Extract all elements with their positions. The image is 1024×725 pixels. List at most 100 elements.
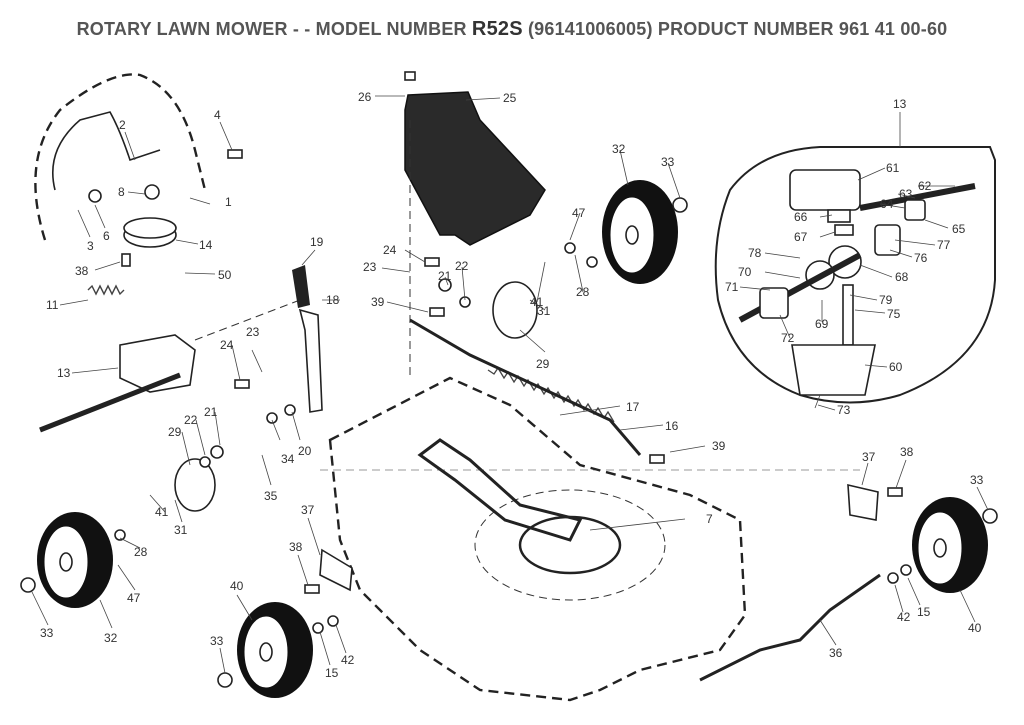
label-39-b: 39 <box>712 439 726 453</box>
label-40-left: 40 <box>230 579 244 593</box>
title-suffix: (96141006005) PRODUCT NUMBER 961 41 00-6… <box>522 19 948 39</box>
label-79: 79 <box>879 293 893 307</box>
height-lever <box>298 308 323 413</box>
label-29-right: 29 <box>536 357 550 371</box>
label-36: 36 <box>829 646 843 660</box>
label-18: 18 <box>326 293 340 307</box>
label-14: 14 <box>199 238 213 252</box>
label-37-right: 37 <box>862 450 876 464</box>
label-78: 78 <box>748 246 762 260</box>
label-68: 68 <box>895 270 909 284</box>
small-hardware <box>20 71 998 688</box>
label-62: 62 <box>918 179 932 193</box>
label-75: 75 <box>887 307 901 321</box>
leader-lines <box>31 95 989 674</box>
label-13: 13 <box>57 366 71 380</box>
label-21-right: 21 <box>438 269 452 283</box>
label-26: 26 <box>358 90 372 104</box>
label-24-right: 24 <box>383 243 397 257</box>
label-28-left: 28 <box>134 545 148 559</box>
label-33-a: 33 <box>661 155 675 169</box>
label-15-left: 15 <box>325 666 339 680</box>
label-61: 61 <box>886 161 900 175</box>
label-35: 35 <box>264 489 278 503</box>
label-19: 19 <box>310 235 324 249</box>
label-76: 76 <box>914 251 928 265</box>
label-15-right: 15 <box>917 605 931 619</box>
label-41-left: 41 <box>155 505 169 519</box>
label-28-right: 28 <box>576 285 590 299</box>
drive-belt <box>417 438 583 542</box>
label-2: 2 <box>119 118 126 132</box>
label-42-left: 42 <box>341 653 355 667</box>
label-17: 17 <box>626 400 640 414</box>
label-32-bottom: 32 <box>104 631 118 645</box>
label-6: 6 <box>103 229 110 243</box>
bracket-right <box>847 483 879 521</box>
label-1: 1 <box>225 195 232 209</box>
label-33-c: 33 <box>210 634 224 648</box>
label-50: 50 <box>218 268 232 282</box>
drive-gear-left <box>174 458 216 512</box>
label-70: 70 <box>738 265 752 279</box>
label-31-right: 31 <box>537 304 551 318</box>
label-69: 69 <box>815 317 829 331</box>
label-71: 71 <box>725 280 739 294</box>
part-number-labels: 1 2 3 4 6 7 8 11 13 13 14 15 15 16 17 18… <box>40 90 984 680</box>
label-73: 73 <box>837 403 851 417</box>
label-38-c: 38 <box>900 445 914 459</box>
wheel-rear-left <box>37 512 113 608</box>
grass-bag <box>404 91 546 246</box>
label-67: 67 <box>794 230 808 244</box>
label-39-a: 39 <box>371 295 385 309</box>
label-31-left: 31 <box>174 523 188 537</box>
wheel-front-right-top <box>602 180 678 284</box>
label-72: 72 <box>781 331 795 345</box>
mower-deck <box>328 376 747 702</box>
spring-11 <box>87 284 125 296</box>
label-20: 20 <box>298 444 312 458</box>
label-7: 7 <box>706 512 713 526</box>
label-22-left: 22 <box>184 413 198 427</box>
label-3: 3 <box>87 239 94 253</box>
label-8: 8 <box>118 185 125 199</box>
label-32-top: 32 <box>612 142 626 156</box>
label-47-bottom: 47 <box>127 591 141 605</box>
drive-gear-right <box>492 281 538 339</box>
label-23-right: 23 <box>363 260 377 274</box>
label-11: 11 <box>46 298 59 312</box>
label-21-left: 21 <box>204 405 218 419</box>
label-64: 64 <box>880 197 894 211</box>
label-41-right: 41 <box>530 295 544 309</box>
gearbox-detail-inset <box>714 146 996 409</box>
label-40-right: 40 <box>968 621 982 635</box>
label-42-right: 42 <box>897 610 911 624</box>
label-29-left: 29 <box>168 425 182 439</box>
label-25: 25 <box>503 91 517 105</box>
label-22-right: 22 <box>455 259 469 273</box>
label-4: 4 <box>214 108 221 122</box>
diagram-title: ROTARY LAWN MOWER - - MODEL NUMBER R52S … <box>0 18 1024 41</box>
wheel-front-left <box>237 602 313 698</box>
label-23-left: 23 <box>246 325 260 339</box>
label-16: 16 <box>665 419 679 433</box>
lever-grip <box>292 265 310 308</box>
bracket-left <box>319 548 353 592</box>
label-33-d: 33 <box>970 473 984 487</box>
label-38-b: 38 <box>289 540 303 554</box>
label-77: 77 <box>937 238 951 252</box>
title-prefix: ROTARY LAWN MOWER - - MODEL NUMBER <box>76 19 472 39</box>
model-number: R52S <box>471 18 523 40</box>
label-38-a: 38 <box>75 264 89 278</box>
label-66: 66 <box>794 210 808 224</box>
label-65: 65 <box>952 222 966 236</box>
label-47-top: 47 <box>572 206 586 220</box>
label-60: 60 <box>889 360 903 374</box>
label-13-inset: 13 <box>893 97 907 111</box>
label-37-left: 37 <box>301 503 315 517</box>
wheel-rear-right <box>912 497 988 593</box>
label-63: 63 <box>899 187 913 201</box>
upper-handle <box>34 73 207 241</box>
label-34: 34 <box>281 452 295 466</box>
